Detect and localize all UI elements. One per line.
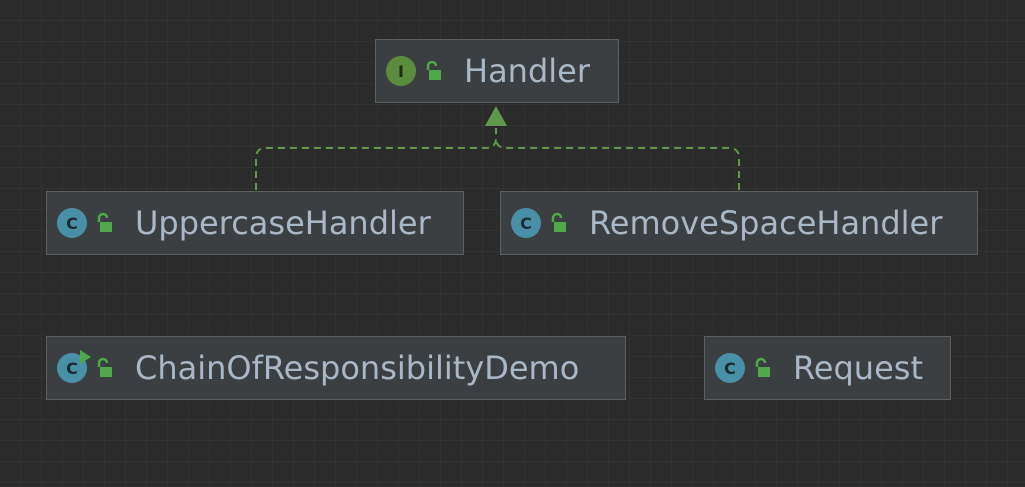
node-request-label: Request (793, 349, 923, 387)
run-marker-icon (80, 350, 91, 364)
public-access-lock-icon (97, 357, 112, 377)
class-badge-letter: C (66, 358, 78, 378)
implements-edge-uppercase (255, 128, 497, 190)
node-uppercasehandler[interactable]: C UppercaseHandler (46, 191, 464, 255)
implements-arrowhead (485, 106, 507, 126)
class-icon: C (715, 353, 745, 383)
interface-badge-letter: I (398, 61, 404, 81)
class-badge-letter: C (724, 358, 736, 378)
node-removespacehandler-label: RemoveSpaceHandler (589, 204, 943, 242)
interface-icon: I (386, 56, 416, 86)
public-access-lock-icon (551, 212, 566, 232)
node-chainofresponsibilitydemo[interactable]: C ChainOfResponsibilityDemo (46, 336, 626, 400)
node-handler[interactable]: I Handler (375, 39, 619, 103)
implements-edge-removespace (495, 137, 740, 190)
node-request[interactable]: C Request (704, 336, 951, 400)
runnable-class-icon: C (57, 350, 91, 383)
node-removespacehandler[interactable]: C RemoveSpaceHandler (500, 191, 978, 255)
node-handler-label: Handler (464, 52, 590, 90)
public-access-lock-icon (426, 60, 441, 80)
class-icon: C (57, 208, 87, 238)
class-badge-letter: C (66, 213, 78, 233)
public-access-lock-icon (97, 212, 112, 232)
node-uppercasehandler-label: UppercaseHandler (135, 204, 431, 242)
class-badge-letter: C (520, 213, 532, 233)
node-chainofresponsibilitydemo-label: ChainOfResponsibilityDemo (135, 349, 580, 387)
public-access-lock-icon (755, 357, 770, 377)
class-icon: C (511, 208, 541, 238)
